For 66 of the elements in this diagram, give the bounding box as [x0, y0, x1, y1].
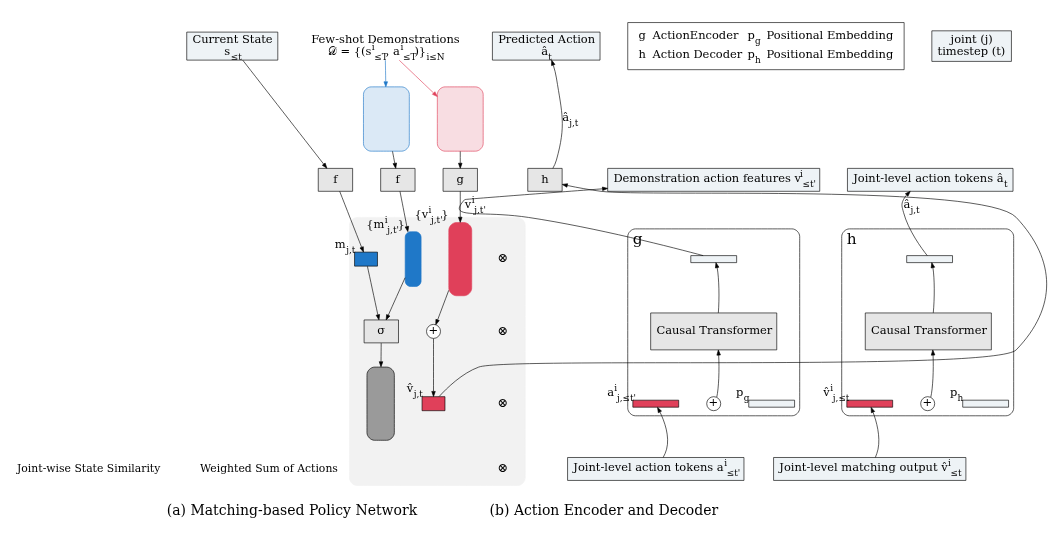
node-bar	[906, 254, 953, 263]
node-box: joint (j) timestep (t)	[931, 30, 1012, 62]
node-box	[354, 251, 378, 266]
edge-label: â$_{j,t}$	[562, 109, 579, 128]
node-label: p$_{g}$	[736, 384, 750, 403]
node-label: v̂$_{j,t}$	[406, 380, 423, 399]
node-box	[448, 221, 473, 296]
arrow	[367, 265, 380, 320]
edge-label: â$_{j,t}$	[903, 196, 920, 215]
arrow	[385, 276, 406, 320]
node-box: f	[380, 167, 416, 192]
arrow	[378, 342, 384, 367]
arrow	[431, 337, 436, 397]
node-bar	[748, 399, 795, 407]
node-box: σ	[363, 319, 399, 343]
node-circle: +	[706, 395, 722, 411]
node-box: f	[317, 167, 353, 192]
label: ⊗	[497, 394, 509, 410]
arrow	[459, 186, 704, 256]
node-label: m$_{j,t}$	[334, 236, 356, 255]
arrow	[930, 261, 935, 313]
label: (b) Action Encoder and Decoder	[489, 501, 719, 518]
node-box: g	[442, 167, 478, 192]
label: ⊗	[497, 322, 509, 338]
node-box	[404, 230, 422, 287]
label: ⊗	[497, 249, 509, 265]
node-box: g ActionEncoder p$_{g}$ Positional Embedding h Action Decoder p$_{h}$ Positional Embedding	[627, 21, 905, 70]
node-text: Few-shot Demonstrations 𝒟 = {(s$^{i}$$_{≤T}$, a$^{i}$$_{≤T}$)}$_{i≤N}$	[311, 31, 460, 62]
arrow	[242, 59, 328, 169]
arrow	[383, 59, 388, 87]
node-box: Joint-level action tokens â$_{t}$	[847, 167, 1014, 192]
node-box: Causal Transformer	[650, 312, 778, 350]
arrow	[458, 150, 463, 169]
node-bar	[962, 399, 1009, 407]
label: ⊗	[497, 459, 509, 475]
node-box	[366, 366, 395, 441]
node-box: h	[527, 167, 563, 192]
node-label: {v$^{i}$$_{j,t'}$}	[414, 204, 449, 225]
arrow	[438, 182, 1047, 397]
arrow	[870, 406, 880, 458]
label: Weighted Sum of Actions	[200, 461, 338, 475]
arrow	[398, 59, 438, 97]
arrow	[657, 406, 668, 458]
label: (a) Matching-based Policy Network	[166, 501, 418, 518]
node-box: Causal Transformer	[864, 312, 992, 350]
node-label: {m$^{i}$$_{j,t'}$}	[366, 214, 405, 235]
arrow	[399, 190, 409, 232]
arrow	[930, 349, 936, 398]
node-box	[421, 395, 446, 411]
arrow	[339, 190, 364, 252]
arrow	[392, 150, 397, 169]
node-label: p$_{h}$	[949, 384, 964, 403]
node-circle: +	[426, 323, 441, 339]
node-box: Current State s$_{≤t}$	[186, 31, 279, 60]
node-box	[363, 86, 410, 151]
arrow	[435, 289, 450, 325]
node-bar	[690, 254, 737, 263]
arrow	[551, 59, 563, 169]
arrow	[901, 190, 928, 256]
node-circle: +	[920, 395, 935, 411]
arrow	[716, 349, 721, 398]
node-box	[437, 86, 484, 151]
arrow	[715, 261, 720, 313]
node-box: Predicted Action â$_{t}$	[492, 31, 601, 60]
label: Joint-wise State Similarity	[17, 461, 161, 475]
arrow	[458, 190, 463, 223]
